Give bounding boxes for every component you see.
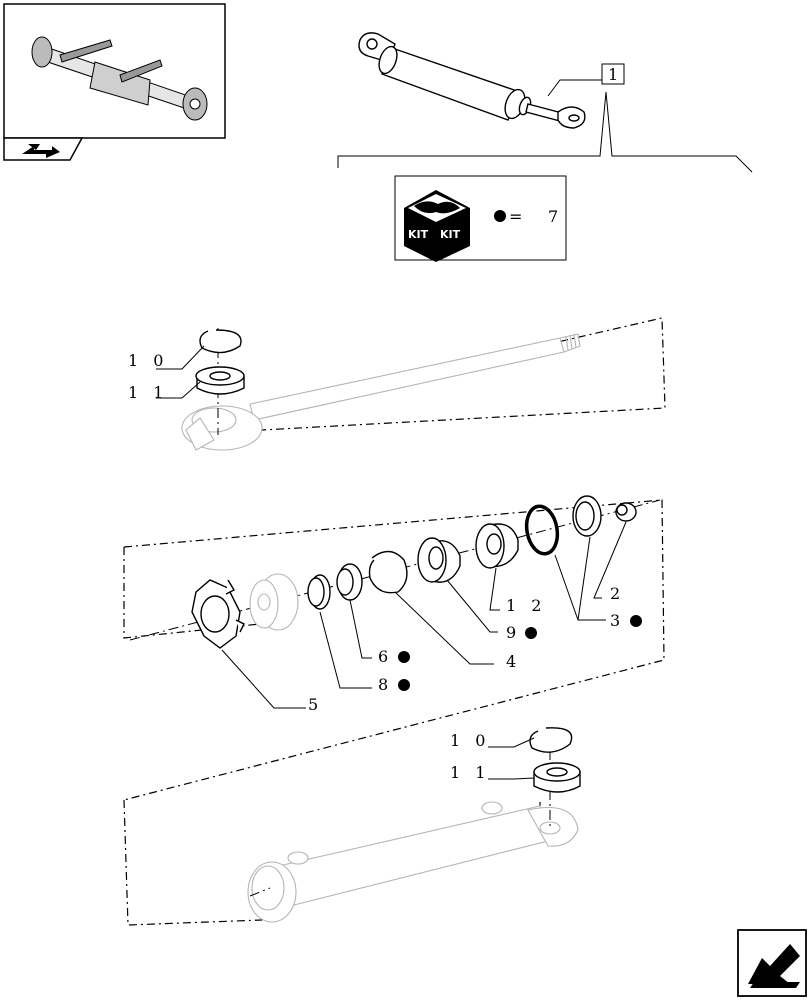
kit-quantity: 7 bbox=[548, 207, 558, 226]
seal-6 bbox=[336, 563, 363, 601]
label-8: 8 bbox=[378, 675, 393, 694]
snap-ring-4 bbox=[368, 550, 408, 594]
piston-seal-9 bbox=[417, 537, 461, 583]
label-12: 1 2 bbox=[506, 596, 546, 615]
wiper-2 bbox=[615, 502, 637, 522]
piston-body bbox=[249, 573, 299, 631]
label-4: 4 bbox=[506, 652, 521, 671]
callout-1-label: 1 bbox=[608, 65, 618, 84]
label-10-top: 1 0 bbox=[128, 351, 168, 370]
barrel-group: 1 0 1 1 bbox=[123, 727, 581, 926]
kit-cube-icon: KIT KIT bbox=[404, 190, 470, 262]
label-3: 3 bbox=[610, 611, 625, 630]
kit-dot-9 bbox=[525, 627, 537, 639]
kit-dot-3 bbox=[630, 615, 642, 627]
kit-text-right: KIT bbox=[440, 228, 461, 241]
kit-dot-6 bbox=[398, 651, 410, 663]
axle-thumbnail[interactable] bbox=[3, 3, 226, 139]
callout-1: 1 bbox=[337, 63, 753, 173]
snap-ring-10-bottom bbox=[529, 727, 573, 753]
cylinder-assembly-illustration bbox=[358, 32, 586, 129]
kit-equals: = bbox=[509, 207, 522, 226]
kit-dot-marker bbox=[494, 210, 506, 222]
guide-12 bbox=[475, 523, 519, 569]
label-6: 6 bbox=[378, 647, 393, 666]
o-ring-3 bbox=[524, 504, 560, 556]
label-10-bottom: 1 0 bbox=[450, 731, 490, 750]
label-5: 5 bbox=[308, 695, 323, 714]
label-11-bottom: 1 1 bbox=[450, 763, 490, 782]
backup-ring-3 bbox=[572, 495, 602, 537]
nav-next-arrow-icon[interactable] bbox=[737, 929, 807, 997]
ring-8 bbox=[307, 574, 331, 610]
nav-back-arrow-icon[interactable] bbox=[3, 137, 84, 161]
rod-group: 1 0 1 1 bbox=[128, 317, 666, 451]
snap-ring-10-top bbox=[199, 329, 242, 354]
label-11-top: 1 1 bbox=[128, 383, 168, 402]
bearing-11-bottom bbox=[533, 762, 581, 793]
kit-dot-8 bbox=[398, 679, 410, 691]
kit-legend-box: KIT KIT = 7 bbox=[394, 175, 567, 262]
piston-parts-group: 1 2 2 3 9 6 4 8 5 bbox=[123, 495, 665, 801]
label-9: 9 bbox=[506, 623, 521, 642]
lock-washer-5 bbox=[191, 579, 245, 649]
kit-text-left: KIT bbox=[408, 228, 429, 241]
label-2: 2 bbox=[610, 584, 625, 603]
bearing-11-top bbox=[195, 366, 245, 395]
